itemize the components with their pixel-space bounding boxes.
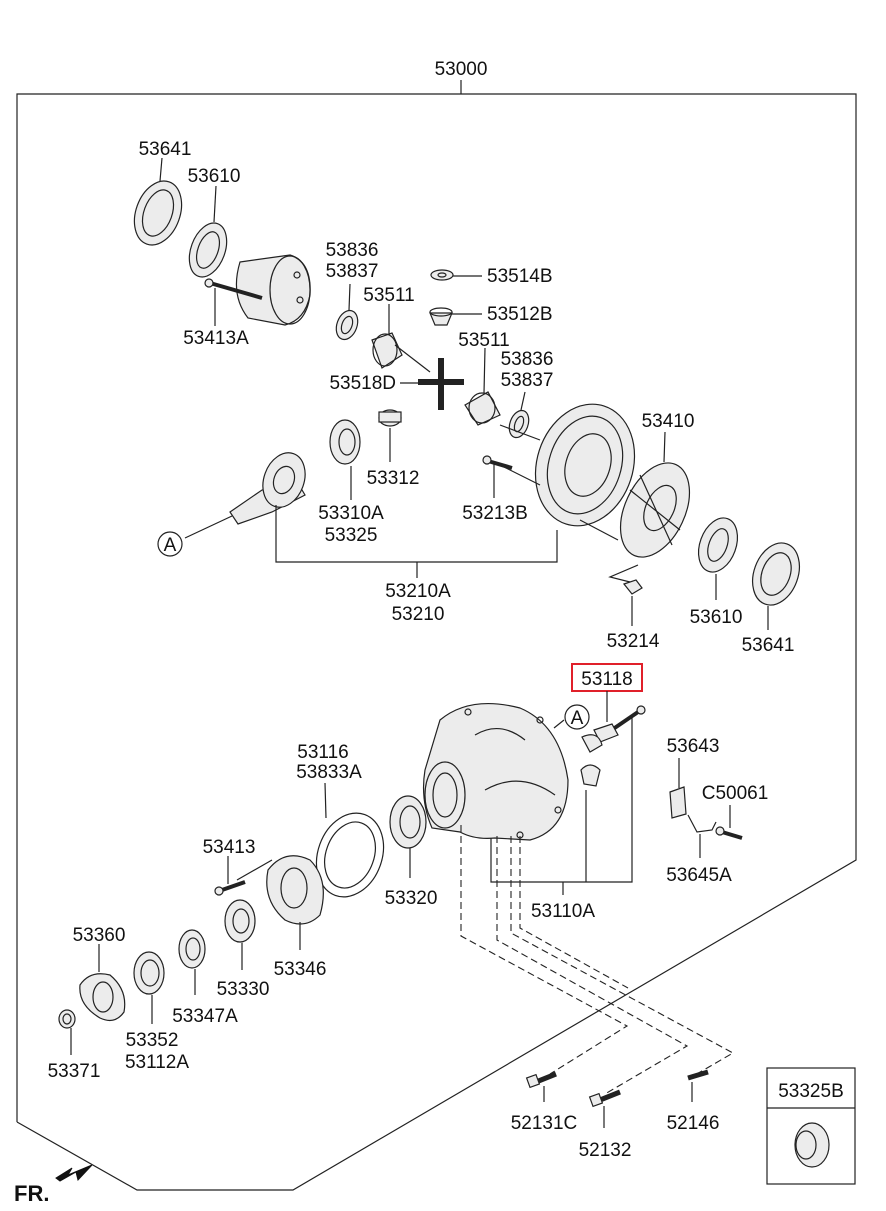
label-C50061: C50061 bbox=[702, 783, 769, 804]
label-53371: 53371 bbox=[48, 1061, 101, 1082]
front-arrow-icon bbox=[55, 1164, 93, 1182]
gasket-53116[interactable] bbox=[305, 804, 395, 907]
bearing-53610-top[interactable] bbox=[182, 218, 233, 282]
inset-label-53325B: 53325B bbox=[778, 1081, 844, 1102]
callout-a-circle-lower bbox=[564, 704, 590, 730]
label-53360: 53360 bbox=[73, 925, 126, 946]
bearing-53325B[interactable] bbox=[794, 1122, 830, 1168]
oil-seal-53352[interactable] bbox=[133, 951, 165, 995]
bearing-53310A[interactable] bbox=[329, 419, 361, 465]
callout-a-circle-upper bbox=[157, 531, 183, 557]
drive-pinion[interactable] bbox=[229, 447, 312, 525]
spacer-53347A[interactable] bbox=[178, 929, 206, 969]
differential-case[interactable] bbox=[235, 254, 311, 326]
label-53837-b: 53837 bbox=[501, 370, 554, 391]
retainer-53346[interactable] bbox=[266, 855, 324, 925]
label-52146: 52146 bbox=[667, 1113, 720, 1134]
bearing-cap[interactable] bbox=[580, 734, 603, 787]
callout-a-lower: A bbox=[571, 708, 584, 729]
ring-gear-53210[interactable] bbox=[520, 391, 650, 539]
side-gear-53511-a[interactable] bbox=[371, 332, 403, 369]
label-53836-b: 53836 bbox=[501, 349, 554, 370]
label-53413A: 53413A bbox=[183, 328, 249, 349]
label-53112A: 53112A bbox=[125, 1052, 189, 1073]
label-53641-bottom: 53641 bbox=[742, 635, 795, 656]
label-53833A: 53833A bbox=[296, 762, 362, 783]
bolt-C50061[interactable] bbox=[715, 826, 743, 840]
nut-53371[interactable] bbox=[58, 1009, 76, 1029]
label-53320: 53320 bbox=[385, 888, 438, 909]
label-53213B: 53213B bbox=[462, 503, 528, 524]
label-53511-b: 53511 bbox=[458, 330, 509, 351]
bolt-53118[interactable] bbox=[593, 705, 646, 743]
label-53410: 53410 bbox=[642, 411, 695, 432]
bearing-53330[interactable] bbox=[224, 899, 256, 943]
label-53325: 53325 bbox=[325, 525, 378, 546]
label-53214: 53214 bbox=[607, 631, 660, 652]
orientation-label: FR. bbox=[14, 1181, 49, 1206]
side-gear-53511-b[interactable] bbox=[464, 391, 501, 426]
label-53346: 53346 bbox=[274, 959, 327, 980]
label-53518D: 53518D bbox=[329, 373, 396, 394]
bolt-52131C[interactable] bbox=[525, 1071, 557, 1089]
label-53110A: 53110A bbox=[531, 901, 595, 922]
thrust-washer-53836-a[interactable] bbox=[332, 307, 361, 342]
inset-box-53325B bbox=[766, 1067, 856, 1185]
bearing-race-53320[interactable] bbox=[389, 795, 427, 849]
label-53512B: 53512B bbox=[487, 304, 553, 325]
label-53118[interactable]: 53118 bbox=[581, 669, 632, 690]
bearing-race-53641-top[interactable] bbox=[126, 174, 190, 251]
bearing-race-53641-bottom[interactable] bbox=[744, 536, 807, 611]
bracket-53643[interactable] bbox=[669, 786, 687, 819]
label-53514B: 53514B bbox=[487, 266, 553, 287]
bolt-53413[interactable] bbox=[214, 880, 246, 896]
label-53116: 53116 bbox=[297, 742, 348, 763]
companion-flange-53360[interactable] bbox=[79, 973, 126, 1022]
label-53641-top: 53641 bbox=[139, 139, 192, 160]
carrier-housing-53110A[interactable] bbox=[422, 703, 569, 841]
label-53836-a: 53836 bbox=[326, 240, 379, 261]
label-53210A: 53210A bbox=[385, 581, 451, 602]
label-53645A: 53645A bbox=[666, 865, 732, 886]
assembly-number-label: 53000 bbox=[435, 59, 488, 80]
bearing-53610-bottom[interactable] bbox=[692, 513, 745, 578]
label-53511-a: 53511 bbox=[363, 285, 414, 306]
label-53347A: 53347A bbox=[172, 1006, 238, 1027]
label-53312: 53312 bbox=[367, 468, 420, 489]
nut-53214[interactable] bbox=[622, 579, 643, 595]
assembly-boundary bbox=[16, 80, 857, 1191]
pinion-53512B[interactable] bbox=[429, 307, 453, 326]
label-52132: 52132 bbox=[579, 1140, 632, 1161]
label-53643: 53643 bbox=[667, 736, 720, 757]
bolt-52132[interactable] bbox=[588, 1089, 621, 1108]
plug-52146[interactable] bbox=[687, 1069, 709, 1081]
differential-case-53410[interactable] bbox=[607, 452, 704, 568]
label-53610-top: 53610 bbox=[188, 166, 241, 187]
label-53310A: 53310A bbox=[318, 503, 384, 524]
bushing-53312[interactable] bbox=[378, 409, 402, 427]
label-53330: 53330 bbox=[217, 979, 270, 1000]
label-53837-a: 53837 bbox=[326, 261, 379, 282]
label-53413: 53413 bbox=[203, 837, 256, 858]
label-53352: 53352 bbox=[126, 1030, 179, 1051]
hidden-lines bbox=[460, 825, 735, 1095]
bolt-53213B[interactable] bbox=[482, 455, 513, 470]
clip-53645A[interactable] bbox=[687, 814, 717, 833]
bolt-53413A[interactable] bbox=[204, 278, 263, 300]
washer-53514B[interactable] bbox=[430, 269, 454, 281]
label-52131C: 52131C bbox=[511, 1113, 578, 1134]
label-53210: 53210 bbox=[392, 604, 445, 625]
callout-a-upper: A bbox=[164, 535, 177, 556]
label-53610-bottom: 53610 bbox=[690, 607, 743, 628]
cross-shaft-53518D[interactable] bbox=[418, 358, 464, 410]
